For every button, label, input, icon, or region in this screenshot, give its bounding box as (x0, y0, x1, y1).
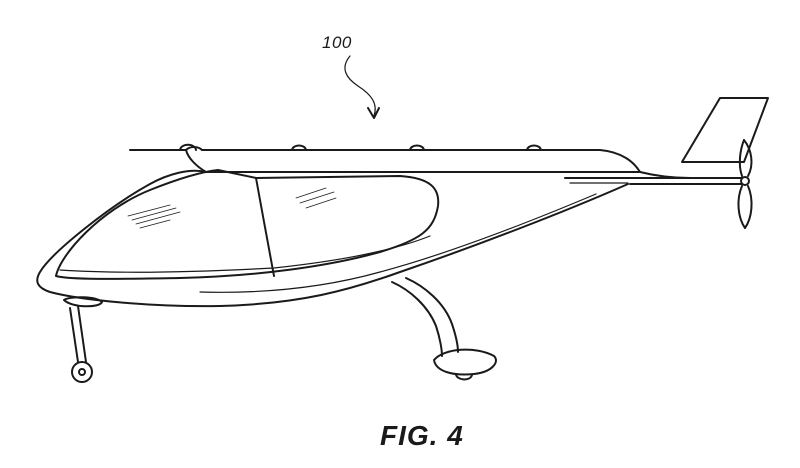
fuselage (36, 169, 743, 308)
reference-numeral: 100 (322, 33, 352, 52)
nose-landing-gear (63, 296, 103, 383)
tail-fin (681, 97, 769, 163)
wing (129, 143, 641, 173)
main-landing-gear (391, 277, 497, 381)
rotor-pod-3 (409, 144, 425, 151)
rotor-pod-2 (291, 144, 307, 151)
figure-caption: FIG. 4 (380, 420, 464, 451)
canopy (55, 169, 440, 280)
rotor-pod-1 (179, 143, 197, 151)
reference-leader-arrow (344, 55, 380, 119)
rotor-pod-4 (526, 144, 542, 151)
rear-propeller (737, 139, 753, 229)
